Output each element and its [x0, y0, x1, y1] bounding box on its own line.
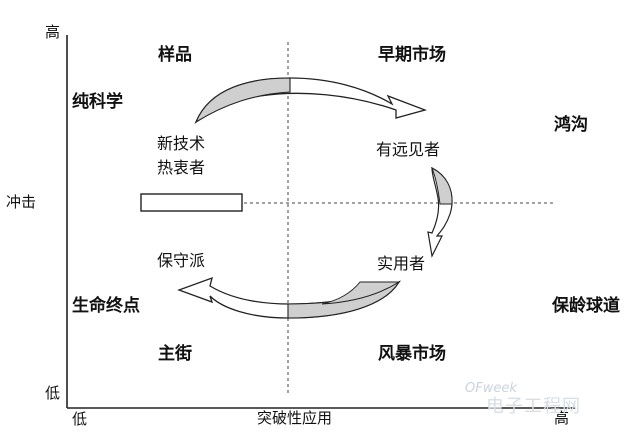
quadrant-early-market: 早期市场: [378, 45, 446, 65]
chasm-gap-box: [140, 193, 243, 212]
label-pragmatists: 实用者: [377, 254, 426, 273]
label-visionaries: 有远见者: [376, 140, 441, 159]
label-innovators-line2: 热衷者: [157, 158, 206, 177]
label-chasm: 鸿沟: [554, 115, 588, 135]
label-conservatives: 保守派: [157, 251, 206, 270]
x-axis-title: 突破性应用: [257, 409, 333, 427]
watermark-brand: OFweek: [465, 381, 517, 396]
bottom-arrow-shade-tip: [321, 281, 401, 305]
label-innovators-line1: 新技术: [157, 134, 206, 153]
y-axis-title: 冲击: [6, 193, 37, 211]
label-bowling-alley: 保龄球道: [552, 296, 620, 316]
watermark-site: 电子工程网: [486, 396, 581, 417]
label-end-of-life: 生命终点: [72, 296, 140, 316]
quadrant-tornado: 风暴市场: [378, 344, 446, 364]
label-pure-science: 纯科学: [72, 92, 123, 112]
x-axis-high-label: 高: [554, 409, 570, 427]
x-axis-low-label: 低: [72, 410, 88, 428]
right-arrow-shade: [431, 166, 453, 205]
y-axis-low-label: 低: [45, 384, 61, 402]
quadrant-main-street: 主街: [158, 344, 192, 364]
quadrant-samples: 样品: [158, 45, 192, 65]
y-axis-high-label: 高: [45, 23, 61, 41]
top-arrow-shade: [194, 77, 291, 124]
